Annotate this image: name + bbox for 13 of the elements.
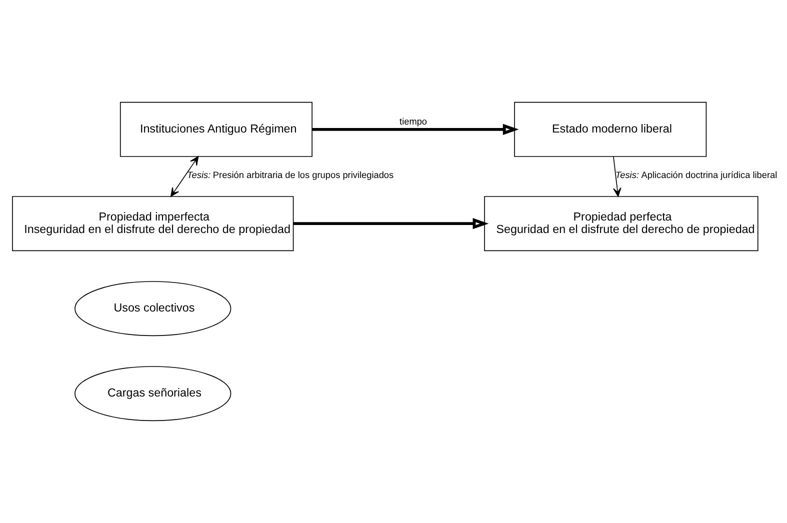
node-ellipse: Usos colectivos <box>74 281 232 336</box>
node-box: Propiedad imperfecta Inseguridad en el disfrute del derecho de propiedad <box>12 196 294 252</box>
node-box: Propiedad perfecta Seguridad en el disfrute del derecho de propiedad <box>484 196 758 252</box>
edge-label: tiempo <box>400 116 428 126</box>
arrow <box>170 156 199 197</box>
arrow <box>613 156 622 197</box>
arrow <box>294 218 489 230</box>
node-box: Estado moderno liberal <box>514 102 707 157</box>
edge-label: Tesis: Presión arbitraria de los grupos privilegiados <box>187 170 394 180</box>
edge-label: Tesis: Aplicación doctrina jurídica liberal <box>615 170 778 180</box>
node-ellipse: Cargas señoriales <box>74 366 232 422</box>
arrow <box>312 124 519 135</box>
node-box: Instituciones Antiguo Régimen <box>120 102 312 157</box>
